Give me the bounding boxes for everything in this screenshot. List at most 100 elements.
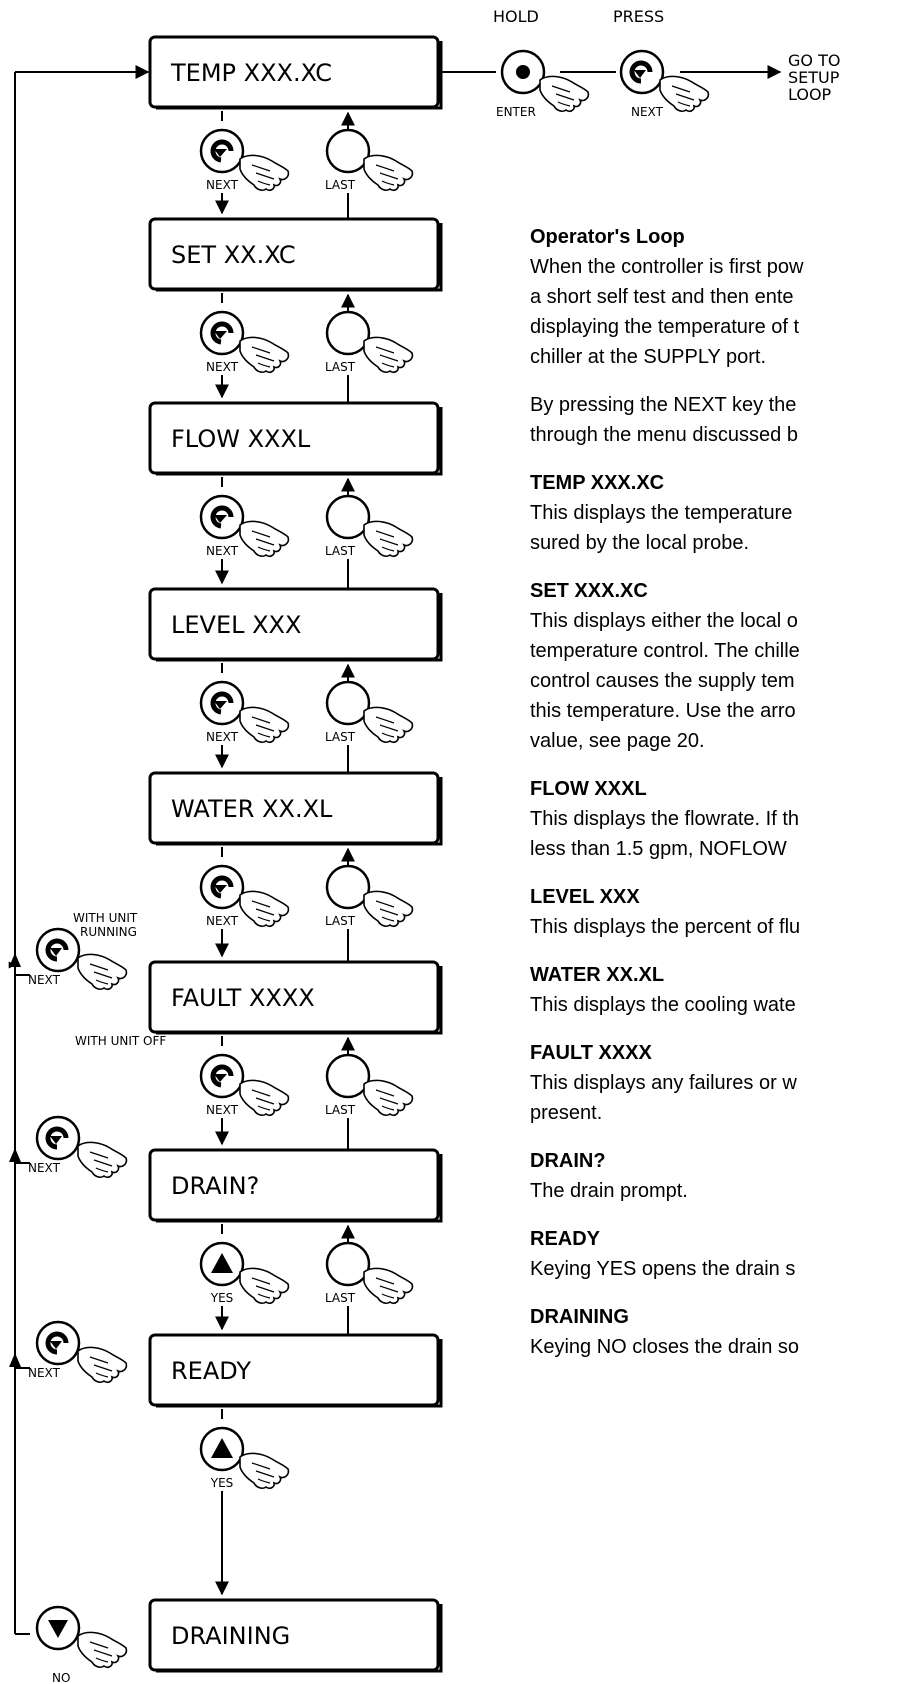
screen-text: DRAIN? bbox=[171, 1172, 259, 1200]
enter-key[interactable] bbox=[500, 49, 546, 95]
last-key-label: LAST bbox=[325, 544, 356, 558]
screen-text: WATER XX.XL bbox=[171, 795, 333, 823]
last-key[interactable] bbox=[325, 1241, 371, 1287]
screen-3: LEVEL XXX bbox=[148, 587, 443, 662]
desc-heading: FLOW XXXL bbox=[530, 778, 647, 800]
last-key-label: LAST bbox=[325, 360, 356, 374]
screen-text: FAULT XXXX bbox=[171, 984, 315, 1012]
last-key[interactable] bbox=[325, 680, 371, 726]
desc-item: READY Keying YES opens the drain s bbox=[530, 1224, 915, 1284]
screen-0: TEMP XXX.XC bbox=[148, 35, 443, 110]
desc-heading: WATER XX.XL bbox=[530, 964, 665, 986]
up-key-label: NEXT bbox=[206, 360, 239, 374]
screen-text: READY bbox=[171, 1357, 251, 1385]
desc-line: The drain prompt. bbox=[530, 1180, 688, 1202]
hold-label: HOLD bbox=[493, 7, 539, 26]
desc-line: this temperature. Use the arro bbox=[530, 700, 796, 722]
desc-heading: DRAIN? bbox=[530, 1150, 606, 1172]
last-key-label: LAST bbox=[325, 914, 356, 928]
intro-line: chiller at the SUPPLY port. bbox=[530, 346, 767, 368]
screen-4: WATER XX.XL bbox=[148, 771, 443, 846]
intro-line: a short self test and then ente bbox=[530, 286, 794, 308]
desc-line: Keying NO closes the drain so bbox=[530, 1336, 800, 1358]
press-label: PRESS bbox=[613, 7, 664, 26]
side-no-label: NO bbox=[52, 1671, 70, 1684]
hand-icon bbox=[659, 75, 710, 113]
last-key[interactable] bbox=[325, 864, 371, 910]
last-key[interactable] bbox=[325, 128, 371, 174]
key-stage: YES LAST bbox=[199, 1224, 414, 1335]
last-key[interactable] bbox=[325, 494, 371, 540]
desc-heading: READY bbox=[530, 1228, 601, 1250]
screen-text: FLOW XXXL bbox=[171, 425, 311, 453]
intro-section: Operator's Loop When the controller is f… bbox=[530, 222, 915, 372]
side-next-label: NEXT bbox=[28, 1161, 61, 1175]
next-key[interactable] bbox=[619, 49, 665, 95]
with-unit-off: WITH UNIT OFF bbox=[75, 1034, 166, 1048]
last-key-label: LAST bbox=[325, 730, 356, 744]
intro2-section: By pressing the NEXT key the through the… bbox=[530, 390, 915, 450]
desc-line: present. bbox=[530, 1102, 603, 1124]
goto-line-3: LOOP bbox=[788, 85, 832, 104]
up-key-label: YES bbox=[210, 1291, 234, 1305]
desc-heading: TEMP XXX.XC bbox=[530, 472, 665, 494]
desc-line: value, see page 20. bbox=[530, 730, 705, 752]
key-stage: NEXT LAST bbox=[199, 1036, 414, 1150]
desc-line: This displays the temperature bbox=[530, 502, 793, 524]
desc-line: temperature control. The chille bbox=[530, 640, 800, 662]
last-key[interactable] bbox=[325, 1053, 371, 1099]
key-stage: NEXT LAST bbox=[199, 293, 414, 403]
desc-item: WATER XX.XL This displays the cooling wat… bbox=[530, 960, 915, 1020]
desc-line: sured by the local probe. bbox=[530, 532, 750, 554]
up-key-label: YES bbox=[210, 1476, 234, 1490]
description-panel: Operator's Loop When the controller is f… bbox=[530, 222, 915, 1380]
intro2-line: By pressing the NEXT key the bbox=[530, 394, 797, 416]
with-unit-running-2: RUNNING bbox=[80, 925, 137, 939]
last-key-label: LAST bbox=[325, 1103, 356, 1117]
side-next-label: NEXT bbox=[28, 973, 61, 987]
desc-items: TEMP XXX.XC This displays the temperature… bbox=[530, 468, 915, 1362]
goto-line-2: SETUP bbox=[788, 68, 840, 87]
up-key-label: NEXT bbox=[206, 544, 239, 558]
last-key[interactable] bbox=[325, 310, 371, 356]
ready-side-next[interactable]: NEXT bbox=[15, 1320, 128, 1384]
up-key-label: NEXT bbox=[206, 1103, 239, 1117]
screen-1: SET XX.XC bbox=[148, 217, 443, 292]
screen-5: FAULT XXXX bbox=[148, 960, 443, 1035]
key-stage: NEXT LAST bbox=[199, 477, 414, 589]
desc-heading: SET XXX.XC bbox=[530, 580, 648, 602]
screen-6: DRAIN? bbox=[148, 1148, 443, 1223]
up-key-label: NEXT bbox=[206, 178, 239, 192]
side-next-label: NEXT bbox=[28, 1366, 61, 1380]
desc-line: This displays the cooling wate bbox=[530, 994, 796, 1016]
desc-item: DRAIN? The drain prompt. bbox=[530, 1146, 915, 1206]
desc-line: This displays either the local o bbox=[530, 610, 798, 632]
up-key-label: NEXT bbox=[206, 730, 239, 744]
desc-heading: DRAINING bbox=[530, 1306, 629, 1328]
enter-label: ENTER bbox=[496, 105, 536, 119]
intro2-line: through the menu discussed b bbox=[530, 424, 798, 446]
screen-text: DRAINING bbox=[171, 1622, 290, 1650]
next-label: NEXT bbox=[631, 105, 664, 119]
desc-line: This displays the percent of flu bbox=[530, 916, 801, 938]
desc-heading: FAULT XXXX bbox=[530, 1042, 652, 1064]
goto-line-1: GO TO bbox=[788, 51, 840, 70]
key-stage: YES bbox=[199, 1409, 290, 1596]
hand-icon bbox=[539, 75, 590, 113]
desc-line: Keying YES opens the drain s bbox=[530, 1258, 796, 1280]
screen-text: LEVEL XXX bbox=[171, 611, 301, 639]
fault-running-next[interactable]: NEXT bbox=[15, 927, 128, 991]
desc-line: This displays any failures or w bbox=[530, 1072, 797, 1094]
desc-line: control causes the supply tem bbox=[530, 670, 795, 692]
intro-line: When the controller is first pow bbox=[530, 256, 804, 278]
desc-title: Operator's Loop bbox=[530, 226, 685, 248]
screen-2: FLOW XXXL bbox=[148, 401, 443, 476]
drain-side-next[interactable]: NEXT bbox=[15, 1115, 128, 1179]
last-key-label: LAST bbox=[325, 1291, 356, 1305]
key-stage: NEXT LAST bbox=[199, 663, 414, 773]
draining-side-no[interactable]: NO bbox=[15, 1605, 128, 1684]
